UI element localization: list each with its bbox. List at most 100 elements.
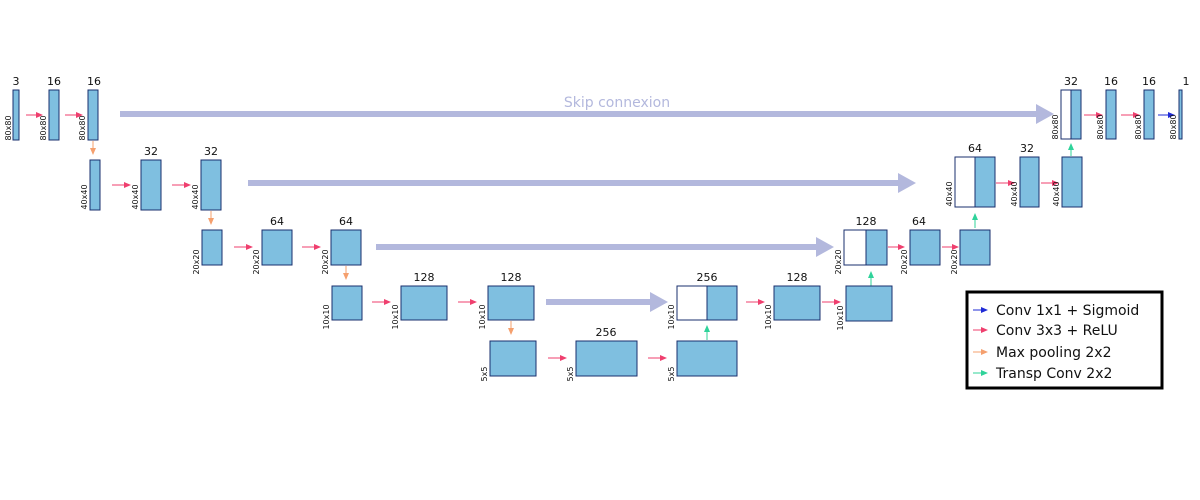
block-d4c-skip [676,285,708,321]
maxpool-arrows [90,141,514,335]
channel-label-e3b: 64 [339,215,353,228]
block-bna [575,340,638,377]
block-d2c-skip [954,156,976,208]
size-label-e1b: 80x80 [78,115,87,140]
block-d1a [1105,89,1117,140]
channel-label-in: 3 [13,75,20,88]
legend-label-transp: Transp Conv 2x2 [995,366,1112,382]
size-label-d2a: 40x40 [1010,181,1019,206]
size-label-in: 80x80 [4,115,13,140]
legend-label-conv3x3: Conv 3x3 + ReLU [996,323,1118,339]
size-label-e1a: 80x80 [39,115,48,140]
block-d2c-up [974,156,996,208]
channel-label-d3a: 64 [912,215,926,228]
legend: Conv 1x1 + Sigmoid Conv 3x3 + ReLU Max p… [965,290,1164,390]
block-e4a [400,285,448,321]
channel-label-e2a: 32 [144,145,158,158]
legend-item-maxpool: Max pooling 2x2 [973,345,1112,361]
block-e2b [200,159,222,211]
size-label-d2b: 40x40 [1052,181,1061,206]
channel-label-out: 1 [1183,75,1190,88]
block-p3 [331,285,363,321]
block-e1b [87,89,99,141]
size-label-p3: 10x10 [322,304,331,329]
size-label-bnb: 5x5 [667,367,676,382]
skip-arrow-level2 [248,173,916,193]
size-label-e3b: 20x20 [321,249,330,274]
channel-label-e2b: 32 [204,145,218,158]
block-e3a [261,229,293,266]
size-label-e4b: 10x10 [478,304,487,329]
block-d4a [773,285,821,321]
channel-label-e1a: 16 [47,75,61,88]
channel-label-d2a: 32 [1020,142,1034,155]
size-label-d3c: 20x20 [834,249,843,274]
block-d3c-up [865,229,888,266]
block-e4b [487,285,535,321]
size-label-out: 80x80 [1169,114,1178,139]
block-e1a [48,89,60,141]
block-d4b [845,285,893,322]
transpconv-arrows [704,143,1074,340]
size-label-e2b: 40x40 [191,184,200,209]
size-label-d4a: 10x10 [764,304,773,329]
block-d4c-up [706,285,738,321]
size-label-p4: 5x5 [480,367,489,382]
channel-label-e4b: 128 [501,271,522,284]
block-d3c-skip [843,229,867,266]
size-label-e4a: 10x10 [391,304,400,329]
blocks: 3 80x80 16 80x80 16 80x80 40x40 32 40x40… [4,75,1190,381]
size-label-d1b: 80x80 [1134,114,1143,139]
legend-item-transp: Transp Conv 2x2 [973,366,1112,382]
size-label-p2: 20x20 [192,249,201,274]
channel-label-d1a: 16 [1104,75,1118,88]
channel-label-d1b: 16 [1142,75,1156,88]
conv3x3-arrows [26,112,1140,361]
channel-label-d1c: 32 [1064,75,1078,88]
block-d1b [1143,89,1155,140]
channel-label-e3a: 64 [270,215,284,228]
block-d2b [1061,156,1083,208]
size-label-e3a: 20x20 [252,249,261,274]
channel-label-d3c: 128 [856,215,877,228]
size-label-d3b: 20x20 [950,249,959,274]
size-label-d1a: 80x80 [1096,114,1105,139]
block-d1c-skip [1060,89,1072,140]
legend-box [965,290,1164,390]
block-in [12,89,20,141]
block-d3b [959,229,991,266]
block-bnb [676,340,738,377]
size-label-d4c: 10x10 [667,304,676,329]
block-d1c-up [1070,89,1082,140]
block-e2a [140,159,162,211]
legend-item-conv1x1: Conv 1x1 + Sigmoid [973,303,1139,319]
skip-connexion-label: Skip connexion [564,95,670,111]
skip-arrow-level3 [376,237,834,257]
size-label-d1c: 80x80 [1051,114,1060,139]
legend-label-conv1x1: Conv 1x1 + Sigmoid [996,303,1139,319]
block-p2 [201,229,223,266]
size-label-d4b: 10x10 [836,305,845,330]
skip-arrow-level4 [546,292,668,312]
size-label-d3a: 20x20 [900,249,909,274]
size-label-d2c: 40x40 [945,181,954,206]
channel-label-d4c: 256 [697,271,718,284]
size-label-p1: 40x40 [80,184,89,209]
block-p1 [89,159,101,211]
block-p4 [489,340,537,377]
block-out [1178,89,1183,140]
size-label-e2a: 40x40 [131,184,140,209]
legend-label-maxpool: Max pooling 2x2 [996,345,1112,361]
skip-connections [120,104,1054,312]
channel-label-bna: 256 [596,326,617,339]
block-d2a [1019,156,1040,208]
channel-label-d4a: 128 [787,271,808,284]
channel-label-e4a: 128 [414,271,435,284]
channel-label-d2c: 64 [968,142,982,155]
block-e3b [330,229,362,266]
size-label-bna: 5x5 [566,367,575,382]
legend-item-conv3x3: Conv 3x3 + ReLU [973,323,1118,339]
channel-label-e1b: 16 [87,75,101,88]
block-d3a [909,229,941,266]
